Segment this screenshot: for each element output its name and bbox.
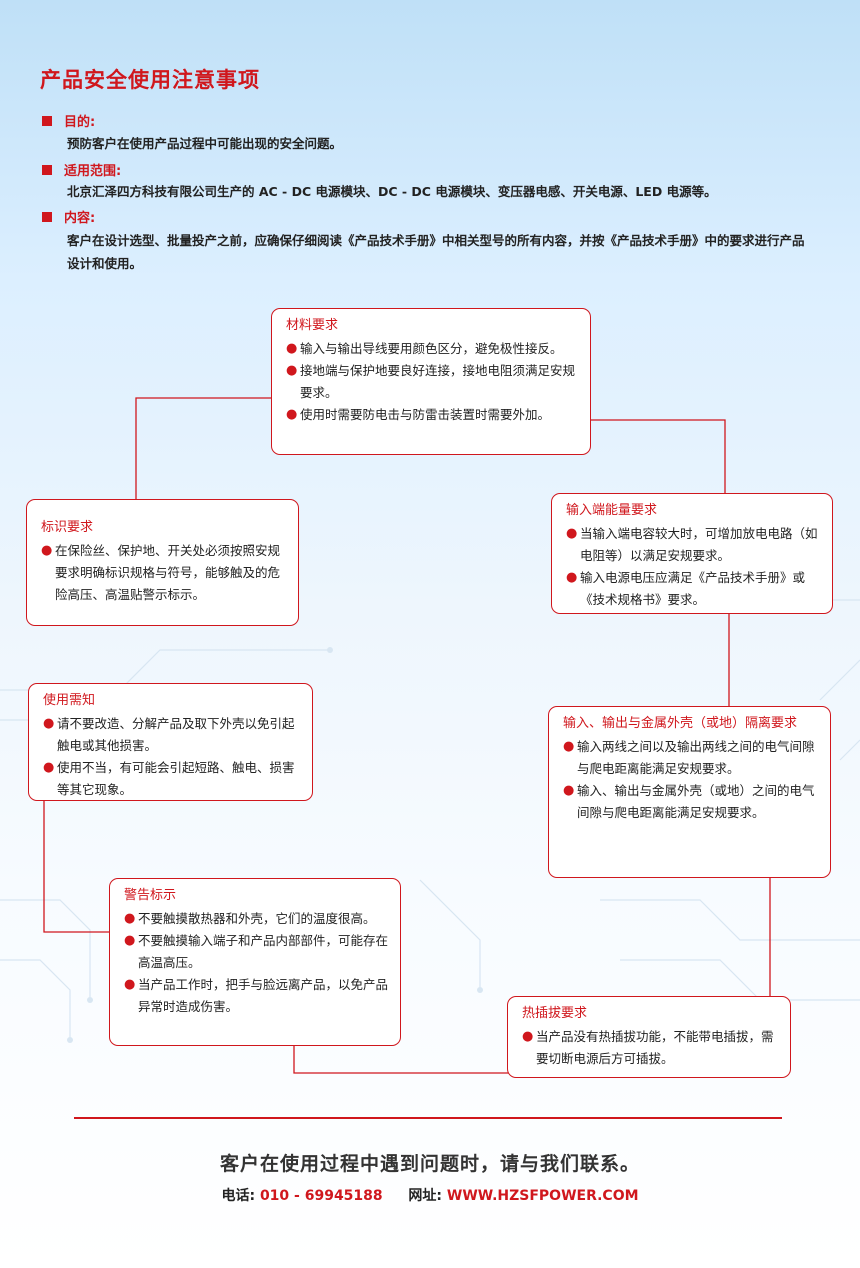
bullet-dot-icon: ● [43,716,55,731]
box-title: 警告标示 [124,888,177,903]
list-item-text: 当输入端电容较大时，可增加放电电路（如电阻等）以满足安规要求。 [580,526,818,563]
website-label: 网址: [408,1188,443,1204]
bullet-dot-icon: ● [563,739,575,754]
section-heading-content: 内容: [42,207,95,226]
section-heading-purpose: 目的: [42,111,95,130]
list-item: ●输入两线之间以及输出两线之间的电气间隙与爬电距离能满足安规要求。 [563,736,818,780]
list-item: ●输入电源电压应满足《产品技术手册》或《技术规格书》要求。 [566,567,820,611]
list-item-text: 不要触摸散热器和外壳，它们的温度很高。 [138,911,376,926]
footer-contact-message: 客户在使用过程中遇到问题时，请与我们联系。 [219,1153,640,1175]
website-link[interactable]: WWW.HZSFPOWER.COM [446,1188,639,1204]
bullet-square-icon [42,164,52,175]
bullet-square-icon [42,115,52,126]
list-item: ●在保险丝、保护地、开关处必须按照安规要求明确标识规格与符号，能够触及的危险高压… [41,540,286,606]
page-title: 产品安全使用注意事项 [40,68,260,92]
box-warning-signs: 警告标示 ●不要触摸散热器和外壳，它们的温度很高。 ●不要触摸输入端子和产品内部… [109,878,401,1046]
list-item-text: 在保险丝、保护地、开关处必须按照安规要求明确标识规格与符号，能够触及的危险高压、… [55,543,281,602]
bullet-dot-icon: ● [522,1029,534,1044]
phone-label: 电话: [221,1188,256,1204]
connector-material-marking [135,397,272,500]
list-item-text: 使用不当，有可能会引起短路、触电、损害等其它现象。 [57,760,295,797]
box-title: 热插拔要求 [522,1006,588,1021]
box-title: 输入、输出与金属外壳（或地）隔离要求 [563,716,798,731]
box-usage-notes: 使用需知 ●请不要改造、分解产品及取下外壳以免引起触电或其他损害。 ●使用不当，… [28,683,313,801]
list-item-text: 请不要改造、分解产品及取下外壳以免引起触电或其他损害。 [57,716,295,753]
box-title: 材料要求 [286,318,339,333]
section-body-content: 客户在设计选型、批量投产之前，应确保仔细阅读《产品技术手册》中相关型号的所有内容… [67,233,805,271]
bullet-dot-icon: ● [286,341,298,356]
list-item-text: 输入、输出与金属外壳（或地）之间的电气间隙与爬电距离能满足安规要求。 [577,783,815,820]
list-item-text: 输入电源电压应满足《产品技术手册》或《技术规格书》要求。 [580,570,806,607]
list-item-text: 当产品没有热插拔功能，不能带电插拔，需要切断电源后方可插拔。 [536,1029,774,1066]
box-material-requirements: 材料要求 ●输入与输出导线要用颜色区分，避免极性接反。 ●接地端与保护地要良好连… [271,308,591,455]
bullet-dot-icon: ● [124,977,136,992]
box-title: 标识要求 [41,520,94,535]
bullet-dot-icon: ● [563,783,575,798]
list-item: ●当产品工作时，把手与脸远离产品，以免产品异常时造成伤害。 [124,974,388,1018]
list-item: ●不要触摸输入端子和产品内部部件，可能存在高温高压。 [124,930,388,974]
bullet-dot-icon: ● [286,407,298,422]
box-title: 使用需知 [43,693,96,708]
box-input-energy-requirements: 输入端能量要求 ●当输入端电容较大时，可增加放电电路（如电阻等）以满足安规要求。… [551,493,833,614]
phone-number: 010 - 69945188 [259,1188,383,1204]
section-heading-label: 适用范围: [64,164,122,179]
list-item: ●输入、输出与金属外壳（或地）之间的电气间隙与爬电距离能满足安规要求。 [563,780,818,824]
section-body-scope: 北京汇泽四方科技有限公司生产的 AC - DC 电源模块、DC - DC 电源模… [67,184,717,199]
section-heading-scope: 适用范围: [42,160,121,179]
list-item: ●使用时需要防电击与防雷击装置时需要外加。 [286,404,578,426]
list-item-text: 接地端与保护地要良好连接，接地电阻须满足安规要求。 [300,363,576,400]
bullet-dot-icon: ● [566,526,578,541]
list-item: ●当输入端电容较大时，可增加放电电路（如电阻等）以满足安规要求。 [566,523,820,567]
list-item-text: 输入两线之间以及输出两线之间的电气间隙与爬电距离能满足安规要求。 [577,739,815,776]
list-item: ●输入与输出导线要用颜色区分，避免极性接反。 [286,338,578,360]
list-item-text: 使用时需要防电击与防雷击装置时需要外加。 [300,407,551,422]
section-body-purpose: 预防客户在使用产品过程中可能出现的安全问题。 [67,136,343,151]
connector-material-input [590,419,726,494]
list-item: ●不要触摸散热器和外壳，它们的温度很高。 [124,908,388,930]
footer-divider [74,1117,782,1119]
bullet-dot-icon: ● [286,363,298,378]
section-heading-label: 内容: [64,211,96,226]
bullet-dot-icon: ● [566,570,578,585]
box-title: 输入端能量要求 [566,503,658,518]
box-marking-requirements: 标识要求 ●在保险丝、保护地、开关处必须按照安规要求明确标识规格与符号，能够触及… [26,499,299,626]
connector-usage-warning [43,800,110,933]
list-item: ●当产品没有热插拔功能，不能带电插拔，需要切断电源后方可插拔。 [522,1026,778,1070]
bullet-dot-icon: ● [124,911,136,926]
list-item: ●请不要改造、分解产品及取下外壳以免引起触电或其他损害。 [43,713,300,757]
bullet-square-icon [42,211,52,222]
box-isolation-requirements: 输入、输出与金属外壳（或地）隔离要求 ●输入两线之间以及输出两线之间的电气间隙与… [548,706,831,878]
list-item-text: 当产品工作时，把手与脸远离产品，以免产品异常时造成伤害。 [138,977,389,1014]
section-heading-label: 目的: [64,115,96,130]
box-hotplug-requirements: 热插拔要求 ●当产品没有热插拔功能，不能带电插拔，需要切断电源后方可插拔。 [507,996,791,1078]
bullet-dot-icon: ● [41,543,53,558]
list-item: ●接地端与保护地要良好连接，接地电阻须满足安规要求。 [286,360,578,404]
bullet-dot-icon: ● [124,933,136,948]
list-item-text: 输入与输出导线要用颜色区分，避免极性接反。 [300,341,563,356]
list-item: ●使用不当，有可能会引起短路、触电、损害等其它现象。 [43,757,300,801]
connector-hotplug-warning [293,1045,509,1074]
list-item-text: 不要触摸输入端子和产品内部部件，可能存在高温高压。 [138,933,389,970]
bullet-dot-icon: ● [43,760,55,775]
footer-contact-info: 电话: 010 - 69945188 网址: WWW.HZSFPOWER.COM [0,1185,860,1205]
